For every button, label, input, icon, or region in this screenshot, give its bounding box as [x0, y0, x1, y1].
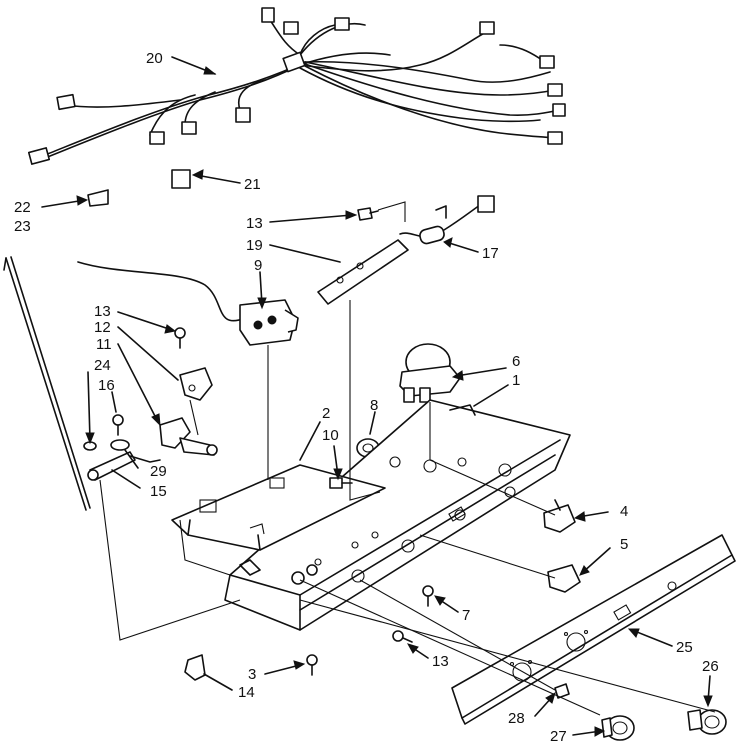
- callout-13-top: 13: [246, 215, 263, 232]
- bracket-small: [179, 367, 213, 401]
- callout-labels: 20 21 22 23 13 19 17 9 13 12 11 24 16 6 …: [14, 50, 719, 745]
- wire-harness: [27, 7, 566, 165]
- clip-14: [184, 654, 206, 681]
- callout-21: 21: [244, 176, 261, 193]
- screw-7: [422, 585, 434, 607]
- callout-15: 15: [150, 483, 167, 500]
- callout-27: 27: [550, 728, 567, 745]
- screw-left: [174, 327, 186, 349]
- callout-11: 11: [96, 336, 112, 353]
- insert-28: [554, 683, 570, 699]
- callout-26: 26: [702, 658, 719, 675]
- callout-5: 5: [620, 536, 628, 553]
- screw-3: [306, 654, 318, 676]
- control-panel: [451, 534, 736, 725]
- callout-3: 3: [248, 666, 256, 683]
- callout-12: 12: [94, 319, 111, 336]
- callout-23: 23: [14, 218, 31, 235]
- callout-29: 29: [150, 463, 167, 480]
- callout-17: 17: [482, 245, 499, 262]
- knob-26: [687, 709, 727, 735]
- screw-top: [357, 207, 379, 221]
- callout-2: 2: [322, 405, 330, 422]
- thermostat: [77, 261, 299, 346]
- assembly-guides: [99, 300, 716, 716]
- callout-22: 22: [14, 199, 31, 216]
- callout-20: 20: [146, 50, 163, 67]
- callout-16: 16: [98, 377, 115, 394]
- callout-8: 8: [370, 397, 378, 414]
- callout-25: 25: [676, 639, 693, 656]
- callout-6: 6: [512, 353, 520, 370]
- defrost-timer: [399, 343, 461, 403]
- control-rod: [3, 256, 91, 511]
- control-housing: [224, 399, 571, 631]
- leader-lines: [41, 56, 713, 737]
- callout-13-bottom: 13: [432, 653, 449, 670]
- callout-9: 9: [254, 257, 262, 274]
- callout-19: 19: [246, 237, 263, 254]
- connector-block: [171, 169, 191, 189]
- callout-24: 24: [94, 357, 111, 374]
- screw-16: [112, 414, 124, 436]
- callout-4: 4: [620, 503, 628, 520]
- screw-bottom: [392, 630, 413, 643]
- cam-assembly: [159, 417, 218, 456]
- clip: [87, 189, 109, 207]
- callout-13-left: 13: [94, 303, 111, 320]
- callout-1: 1: [512, 372, 520, 389]
- switch-upper: [543, 499, 576, 533]
- callout-14: 14: [238, 684, 255, 701]
- callout-10: 10: [322, 427, 339, 444]
- callout-7: 7: [462, 607, 470, 624]
- link-arm: [87, 439, 161, 481]
- defrost-heater: [317, 195, 495, 305]
- knob-27: [601, 715, 635, 741]
- switch-lower: [547, 564, 581, 593]
- callout-28: 28: [508, 710, 525, 727]
